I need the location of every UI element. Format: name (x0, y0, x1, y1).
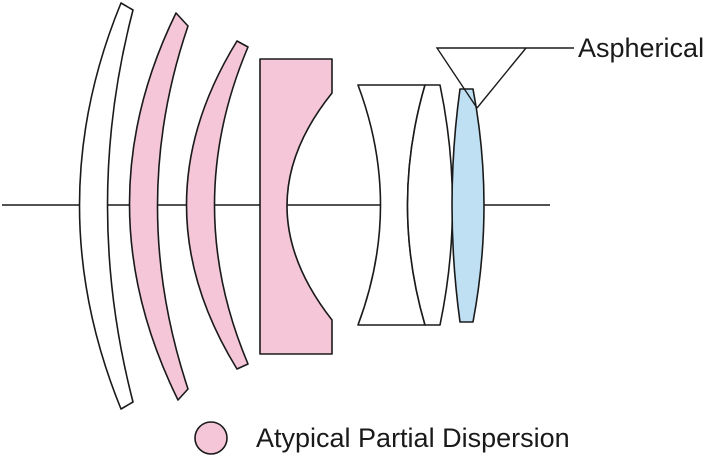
lens-element-3 (185, 40, 249, 370)
aspherical-label: Aspherical (578, 33, 704, 63)
legend-swatch (194, 421, 228, 455)
lens-element-2 (128, 12, 189, 401)
lens-element-4 (259, 58, 333, 355)
aspherical-callout-lines (435, 47, 574, 109)
lens-element-6 (406, 84, 454, 326)
aspherical-callout-diagonal (476, 47, 527, 109)
legend-label: Atypical Partial Dispersion (256, 423, 570, 453)
lens-element-1 (78, 2, 134, 410)
lens-element-7-aspherical (451, 88, 485, 323)
